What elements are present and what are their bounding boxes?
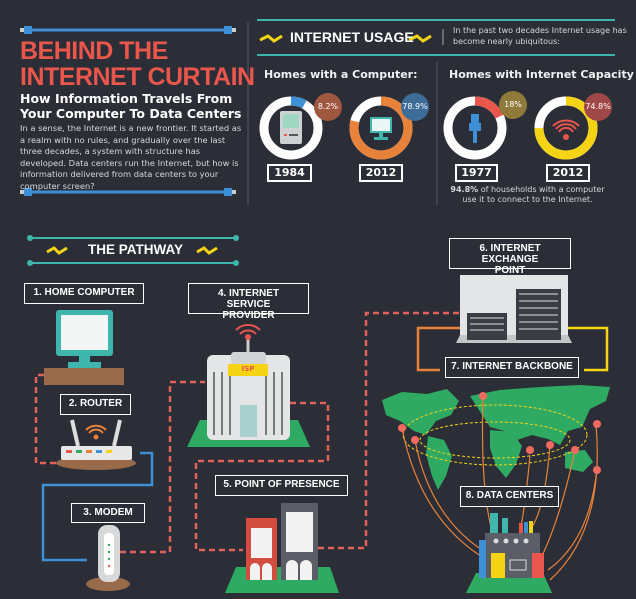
computer-stats-title: Homes with a Computer: xyxy=(264,68,418,81)
year-label: 2012 xyxy=(359,164,403,182)
usage-note: In the past two decades Internet usage h… xyxy=(453,26,627,46)
step-isp: 4. INTERNET SERVICE PROVIDER xyxy=(188,283,309,321)
step-internet-backbone: 7. INTERNET BACKBONE xyxy=(445,357,579,378)
cable-divider-bottom xyxy=(20,188,236,196)
donut-value-arc xyxy=(259,96,323,160)
backbone-cable-yellow xyxy=(568,326,609,372)
page-subtitle: How Information Travels From Your Comput… xyxy=(20,91,242,121)
ethernet-cable-icon xyxy=(469,114,481,143)
step-point-of-presence: 5. POINT OF PRESENCE xyxy=(215,475,348,496)
intro-paragraph: In a sense, the Internet is a new fronti… xyxy=(20,123,242,191)
page-title: BEHIND THE INTERNET CURTAIN xyxy=(20,38,255,90)
step-home-computer: 1. HOME COMPUTER xyxy=(24,283,144,304)
stat-badge: 18% xyxy=(499,91,527,119)
old-computer-icon xyxy=(280,111,302,144)
lightning-icon xyxy=(408,34,432,43)
home-computer-icon xyxy=(44,310,124,385)
year-label: 1977 xyxy=(455,164,498,182)
world-routes xyxy=(402,404,588,466)
title-line-1: BEHIND THE xyxy=(20,37,168,65)
monitor-icon xyxy=(370,117,392,140)
donut-value-arc xyxy=(534,96,598,160)
stat-badge: 8.2% xyxy=(314,93,342,121)
isp-sign: ISP xyxy=(241,365,255,373)
internet-stats-title: Homes with Internet Capacity xyxy=(449,68,634,81)
pathway-header-lines xyxy=(27,235,239,266)
pathway-heading: THE PATHWAY xyxy=(88,242,184,257)
donut-value-arc xyxy=(443,96,507,160)
stat-badge: 74.8% xyxy=(584,93,612,121)
donut-value-arc xyxy=(349,96,413,160)
internet-exchange-servers-icon xyxy=(456,275,572,343)
footnote-text: of households with a computer use it to … xyxy=(462,185,605,204)
usage-heading: INTERNET USAGE xyxy=(290,29,414,45)
modem-icon xyxy=(86,525,130,591)
step-router: 2. ROUTER xyxy=(60,394,131,415)
usage-footnote: 94.8% of households with a computer use … xyxy=(445,185,610,205)
location-pin-icons xyxy=(398,392,601,474)
lightning-icon xyxy=(259,34,283,43)
step-modem: 3. MODEM xyxy=(71,503,145,523)
title-line-2: INTERNET CURTAIN xyxy=(20,63,255,91)
wifi-icon xyxy=(552,119,580,140)
cable-divider-top xyxy=(20,26,236,34)
step-internet-exchange-point: 6. INTERNET EXCHANGE POINT xyxy=(449,238,571,276)
data-path-dashed xyxy=(34,311,460,554)
usage-header-lines xyxy=(257,19,615,56)
data-center-connections xyxy=(401,395,598,581)
step-data-centers: 8. DATA CENTERS xyxy=(460,486,559,507)
lightning-icon xyxy=(196,246,218,255)
year-label: 1984 xyxy=(267,164,312,182)
lightning-icon xyxy=(46,246,68,255)
blue-cable xyxy=(41,451,154,562)
isp-building-icon xyxy=(187,324,310,447)
year-label: 2012 xyxy=(546,164,590,182)
footnote-percentage: 94.8% xyxy=(450,185,479,194)
router-icon xyxy=(56,419,136,470)
stat-badge: 78.9% xyxy=(401,93,429,121)
data-center-factory-icon xyxy=(466,513,552,593)
world-map-icon xyxy=(382,385,610,490)
backbone-cable-orange xyxy=(416,326,462,372)
point-of-presence-icon xyxy=(225,503,339,593)
